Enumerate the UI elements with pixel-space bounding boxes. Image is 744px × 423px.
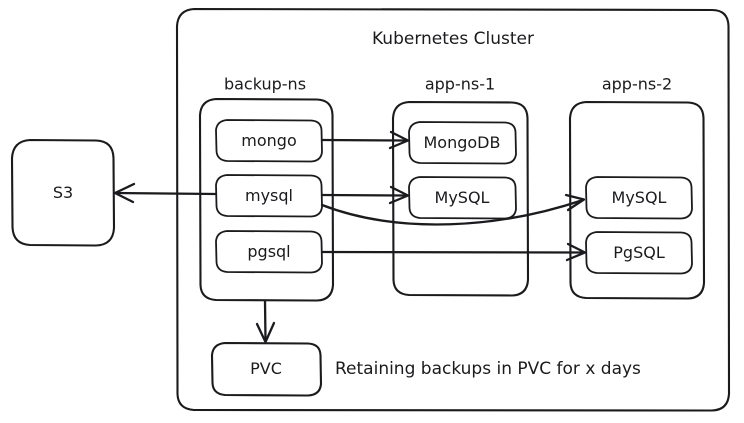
node-mongodb-1[interactable]: MongoDB	[408, 121, 517, 165]
connector-mysql-to-mysql1	[320, 185, 410, 205]
node-mysql[interactable]: mysql	[215, 174, 323, 218]
node-label-pvc: PVC	[250, 359, 282, 378]
node-label-mysql: mysql	[245, 186, 293, 205]
node-label-pgsql: pgsql	[247, 242, 290, 261]
node-mysql-2[interactable]: MySQL	[585, 176, 693, 220]
namespace-label-backup-ns: backup-ns	[224, 75, 306, 94]
node-pgsql-2[interactable]: PgSQL	[585, 231, 693, 275]
connector-backupns-to-pvc	[255, 299, 276, 344]
node-label-s3: S3	[53, 183, 73, 202]
connector-mongo-to-mongodb	[320, 130, 410, 150]
connector-pgsql-to-pgsql2	[320, 242, 587, 262]
cluster-label: Kubernetes Cluster	[372, 29, 534, 49]
node-pvc[interactable]: PVC	[210, 341, 323, 397]
node-mysql-1[interactable]: MySQL	[408, 176, 517, 220]
namespace-label-app-ns-2: app-ns-2	[602, 75, 672, 94]
node-pgsql[interactable]: pgsql	[215, 230, 323, 274]
node-label-mysql-1: MySQL	[435, 188, 490, 207]
node-label-mongodb-1: MongoDB	[424, 133, 501, 152]
node-label-mysql-2: MySQL	[612, 188, 667, 207]
node-mongo[interactable]: mongo	[215, 119, 323, 163]
node-label-pgsql-2: PgSQL	[613, 243, 665, 262]
node-label-mongo: mongo	[241, 131, 296, 150]
namespace-label-app-ns-1: app-ns-1	[425, 75, 495, 94]
node-s3[interactable]: S3	[10, 138, 116, 247]
connector-mysql-to-s3	[113, 182, 218, 204]
pvc-retention-note: Retaining backups in PVC for x days	[335, 359, 641, 379]
connector-mysql-to-mysql2	[320, 193, 586, 226]
